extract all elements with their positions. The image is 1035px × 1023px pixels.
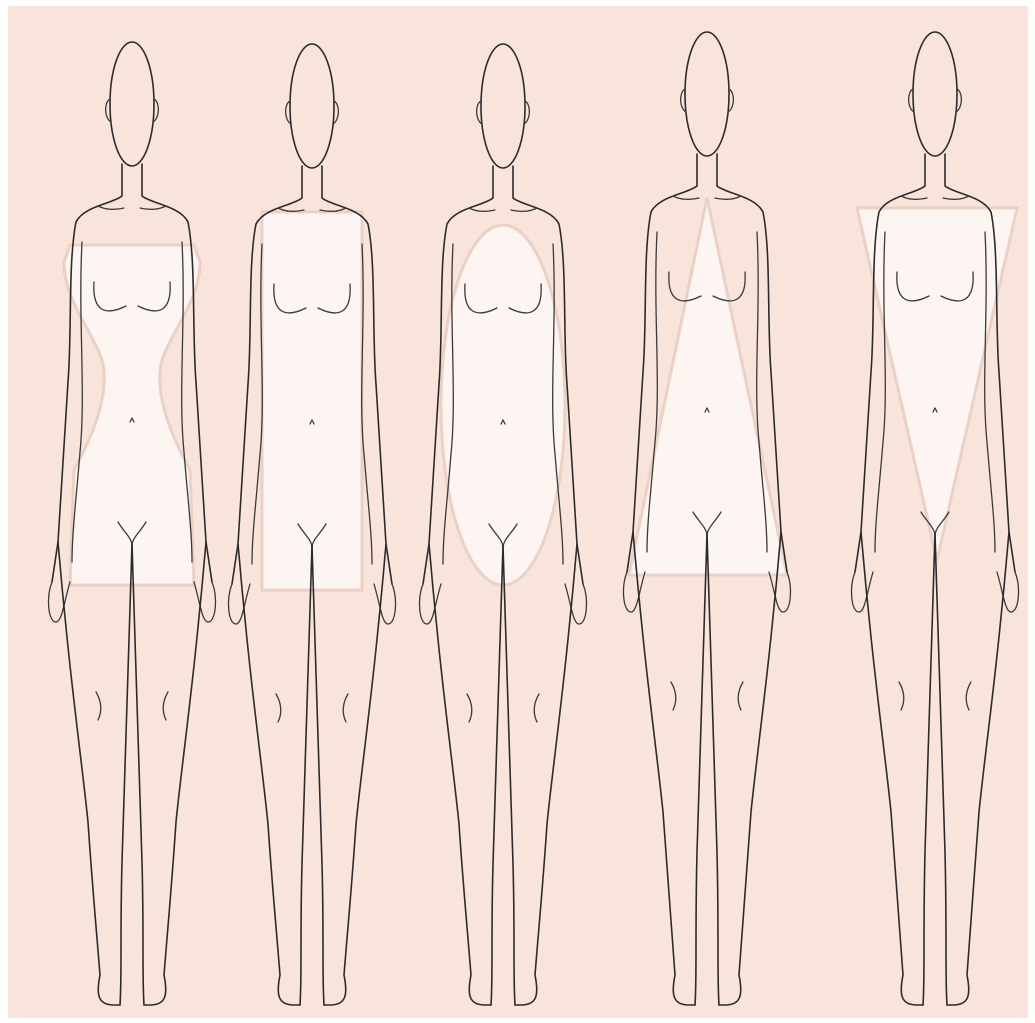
rectangle-shape-icon: [262, 212, 362, 590]
oval-shape-icon: [441, 225, 565, 585]
oval-shape: [441, 225, 565, 585]
rectangle-shape: [262, 212, 362, 590]
